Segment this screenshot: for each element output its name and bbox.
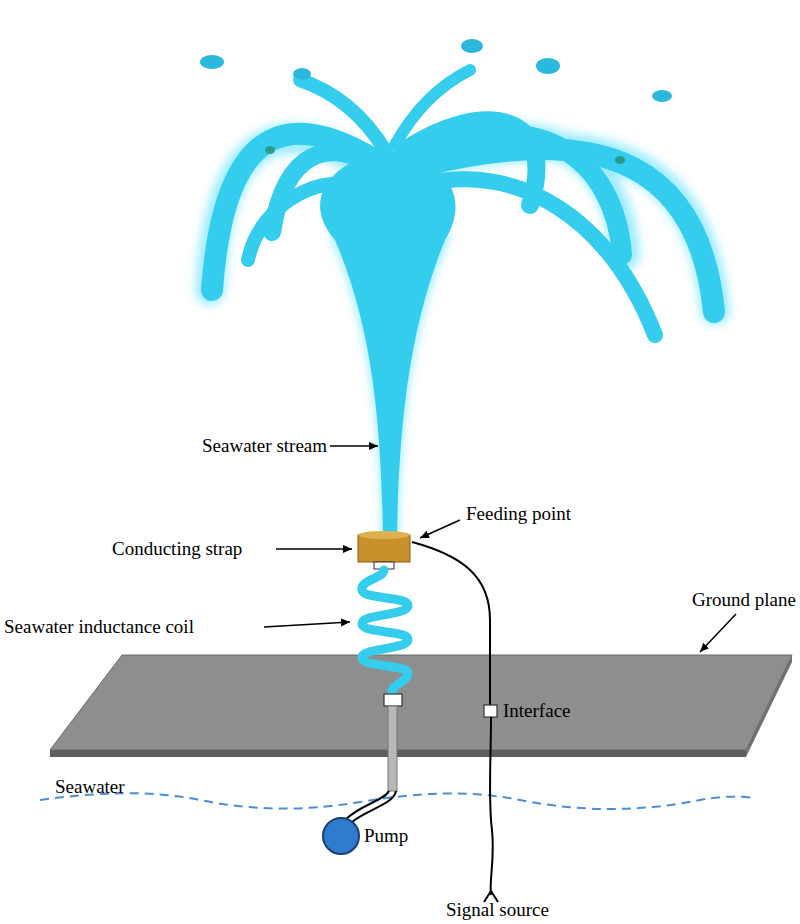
seawater-fountain xyxy=(200,39,714,535)
ground-plane xyxy=(50,655,792,757)
signal-wire xyxy=(490,717,493,895)
inductance-coil xyxy=(362,570,408,694)
leader-arrow xyxy=(264,446,736,652)
part-label: Seawater stream xyxy=(202,435,327,457)
part-label: Conducting strap xyxy=(112,538,242,560)
seawater-surface xyxy=(40,793,755,809)
conducting-strap xyxy=(358,531,410,569)
coil-connector xyxy=(384,694,402,706)
part-label: Ground plane xyxy=(692,589,796,611)
part-label: Interface xyxy=(503,700,571,722)
intake-pipe xyxy=(345,706,397,822)
part-label: Seawater xyxy=(55,776,125,798)
seawater-fountain xyxy=(210,138,715,535)
pump-symbol xyxy=(323,818,359,854)
feed-wire xyxy=(412,542,490,705)
interface-connector xyxy=(484,705,497,717)
part-label: Seawater inductance coil xyxy=(4,616,194,638)
signal-label: Signal source xyxy=(446,899,549,921)
part-label: Feeding point xyxy=(466,503,571,525)
part-label: Pump xyxy=(364,825,408,847)
